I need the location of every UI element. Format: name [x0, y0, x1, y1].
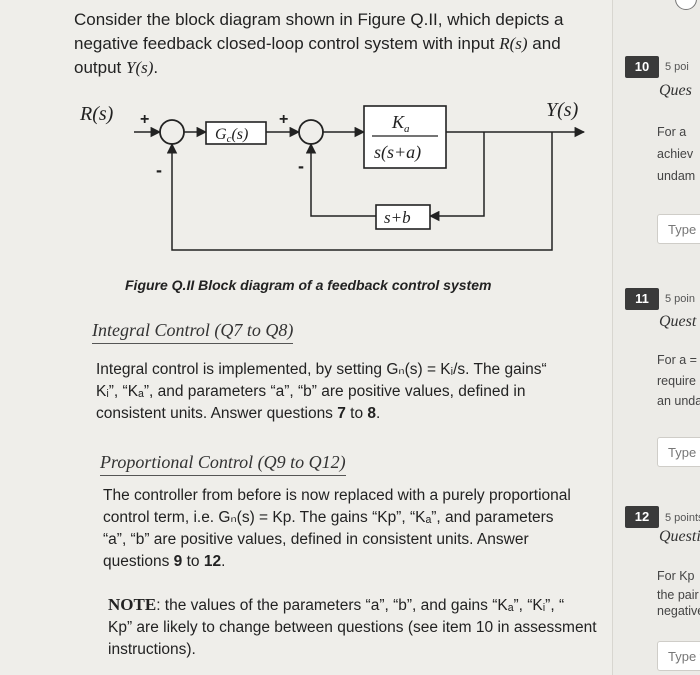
outer-feedback-path — [166, 132, 553, 251]
question-10-text-1: For a — [657, 125, 687, 139]
input-symbol: R(s) — [499, 34, 528, 53]
question-10-label: Ques — [659, 82, 692, 99]
plant-gain: K — [391, 112, 405, 132]
proportional-q-end: 12 — [203, 553, 222, 570]
question-11-points: 5 poin — [665, 293, 695, 305]
inner-feedback-path — [428, 132, 485, 222]
intro-text: Consider the block diagram shown in Figu… — [74, 8, 594, 80]
question-12-points: 5 points — [665, 512, 700, 524]
note-label: NOTE — [108, 595, 157, 614]
question-11-text-2: require — [657, 374, 696, 388]
intro-line-1: Consider the block diagram shown in Figu… — [74, 10, 564, 29]
question-12-answer-input[interactable]: Type yo — [657, 641, 700, 671]
block-diagram: R(s) + Gc(s) + Ka s(s+a) Y(s) s+b - - — [79, 99, 586, 251]
summing-plus-2: + — [279, 111, 288, 128]
question-11-number[interactable]: 11 — [625, 288, 659, 310]
note-line-3: instructions). — [108, 641, 196, 658]
inner-feedback-return — [305, 142, 376, 217]
proportional-section-title: Proportional Control (Q9 to Q12) — [100, 452, 346, 476]
question-11-text-3: an unda — [657, 394, 700, 408]
proportional-line-4-c: to — [182, 553, 204, 570]
question-12-text-2: the pair c — [657, 588, 700, 602]
summing-junction-2 — [298, 119, 324, 145]
question-11-text-1: For a = — [657, 353, 697, 367]
question-11-label: Quest — [659, 313, 697, 330]
controller-label: G — [215, 126, 227, 143]
integral-line-3-a: consistent units. Answer questions — [96, 405, 338, 422]
integral-section-title: Integral Control (Q7 to Q8) — [92, 320, 294, 344]
integral-q-end: 8 — [367, 405, 377, 422]
intro-line-2-end: and — [527, 34, 561, 53]
proportional-line-1: The controller from before is now replac… — [103, 487, 571, 504]
output-label: Y(s) — [546, 99, 579, 121]
note-line-1: NOTE: the values of the parameters “a”, … — [108, 594, 603, 617]
proportional-line-4: questions 9 to 12. — [103, 551, 603, 573]
note-paragraph: NOTE: the values of the parameters “a”, … — [108, 594, 603, 661]
integral-line-3-e: . — [376, 405, 381, 422]
intro-line-3: output — [74, 58, 126, 77]
question-10-answer-input[interactable]: Type — [657, 214, 700, 244]
input-label: R(s) — [79, 103, 114, 125]
plant-gain-subscript: a — [404, 123, 410, 135]
svg-text:Gc(s): Gc(s) — [215, 126, 248, 145]
question-12-text-1: For Kp — [657, 569, 695, 583]
question-12-label: Questi — [659, 528, 700, 545]
proportional-line-2: control term, i.e. Gₙ(s) = Kp. The gains… — [103, 509, 554, 526]
question-10-text-2: achiev — [657, 147, 694, 161]
question-sidebar: 10 5 poi Ques For a achiev undam Type 11… — [612, 0, 700, 675]
intro-line-2: negative feedback closed-loop control sy… — [74, 34, 500, 53]
summing-minus-2: - — [298, 156, 304, 176]
intro-line-3-end: . — [153, 58, 159, 77]
main-content: Consider the block diagram shown in Figu… — [74, 8, 603, 661]
plant-denominator: s(s+a) — [374, 142, 421, 163]
feedback-label: s+b — [384, 208, 411, 227]
question-12-text-3: negative — [657, 604, 700, 618]
controller-argument: (s) — [231, 126, 248, 143]
svg-text:Ka: Ka — [391, 112, 410, 135]
question-10-text-3: undam — [657, 169, 696, 183]
integral-q-start: 7 — [337, 405, 346, 422]
summing-plus-1: + — [140, 111, 149, 128]
note-line-1-text: : the values of the parameters “a”, “b”,… — [156, 597, 565, 614]
integral-line-1: Integral control is implemented, by sett… — [96, 361, 547, 378]
output-symbol: Y(s) — [126, 58, 154, 77]
integral-line-3-c: to — [345, 405, 368, 422]
integral-line-3: consistent units. Answer questions 7 to … — [96, 403, 596, 425]
integral-line-2: Kᵢ”, “Kₐ”, and parameters “a”, “b” are p… — [96, 383, 526, 400]
controller-subscript: c — [227, 133, 232, 145]
question-10-number[interactable]: 10 — [625, 56, 659, 78]
plant-block — [363, 105, 447, 169]
proportional-line-3: “a”, “b” are positive values, defined in… — [103, 531, 529, 548]
proportional-line-4-a: questions — [103, 553, 174, 570]
question-12-number[interactable]: 12 — [625, 506, 659, 528]
feedback-block — [375, 204, 431, 230]
proportional-q-start: 9 — [173, 553, 183, 570]
summing-minus-1: - — [156, 160, 162, 180]
integral-paragraph: Integral control is implemented, by sett… — [96, 359, 596, 425]
controller-block — [205, 121, 267, 145]
proportional-paragraph: The controller from before is now replac… — [103, 485, 603, 573]
summing-junction-1 — [159, 119, 185, 145]
note-line-2: Kp” are likely to change between questio… — [108, 619, 597, 636]
figure-caption: Figure Q.II Block diagram of a feedback … — [125, 277, 492, 293]
proportional-line-4-e: . — [221, 553, 226, 570]
question-11-answer-input[interactable]: Type y — [657, 437, 700, 467]
question-10-points: 5 poi — [665, 61, 689, 73]
